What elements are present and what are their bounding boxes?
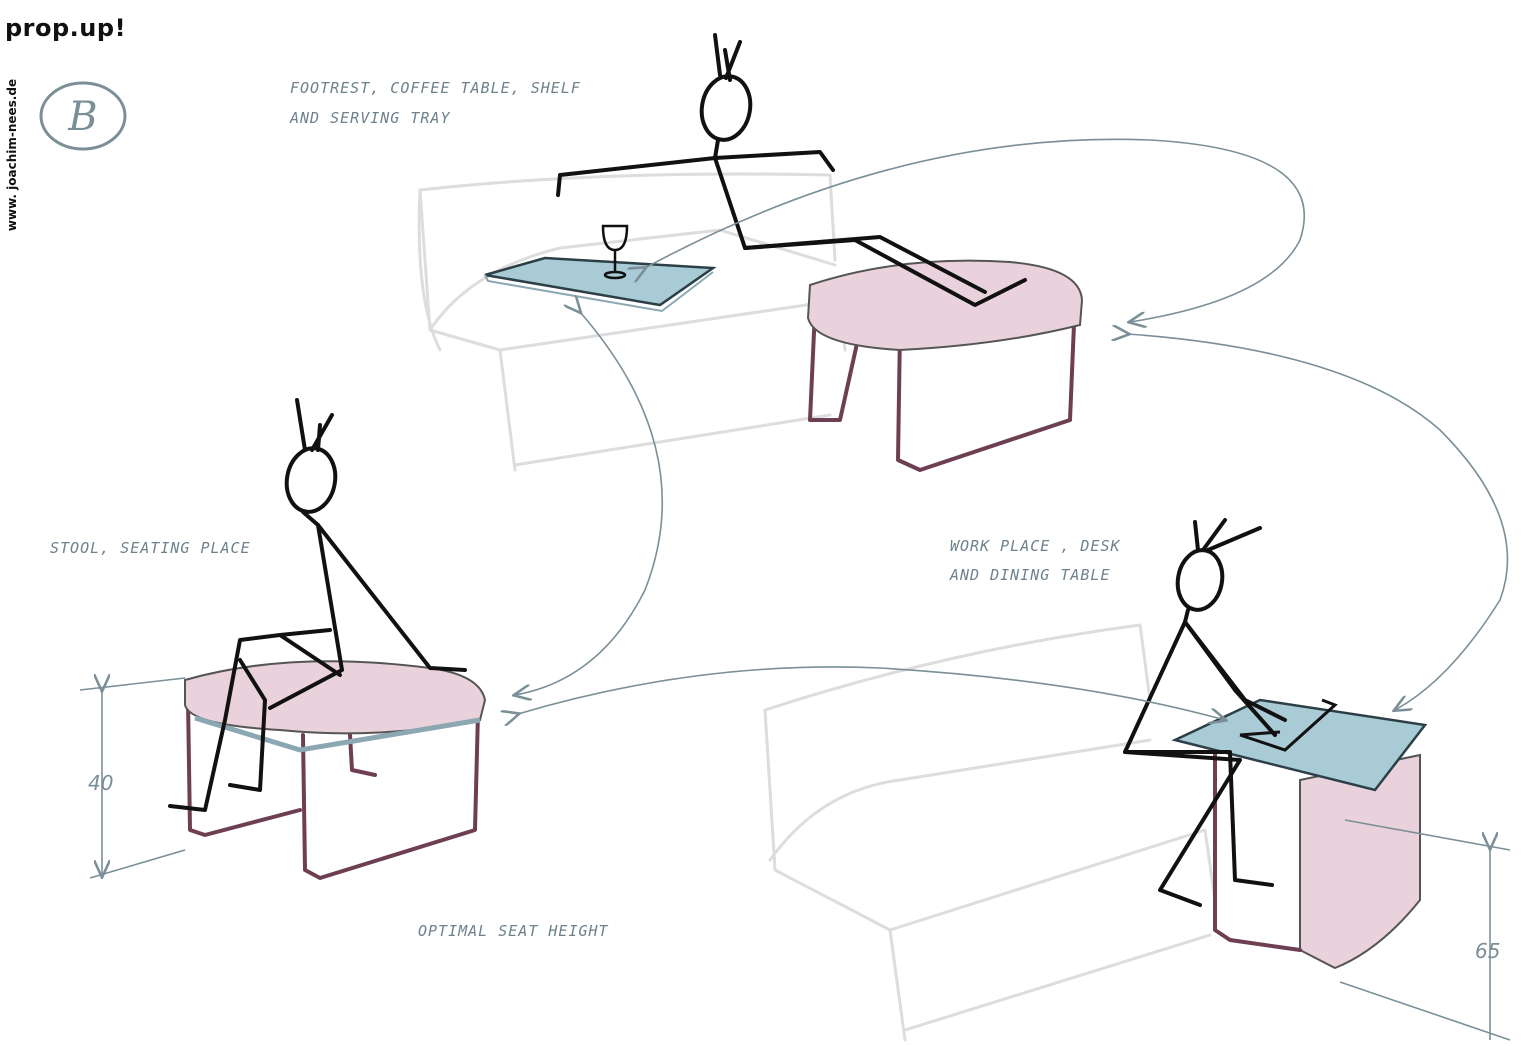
desk-height-value: 65	[1475, 939, 1500, 963]
label-right-line1: WORK PLACE , DESK	[950, 537, 1121, 555]
stool-height-dimension	[79, 678, 186, 878]
wine-glass-icon	[601, 224, 629, 280]
label-bottom: OPTIMAL SEAT HEIGHT	[418, 922, 609, 940]
top-sofa	[417, 172, 847, 472]
label-right-line2: AND DINING TABLE	[949, 566, 1111, 584]
desk-pedestal	[1171, 698, 1428, 970]
desk-height-dimension	[1339, 819, 1511, 1041]
label-left: STOOL, SEATING PLACE	[50, 539, 251, 557]
label-top-line2: AND SERVING TRAY	[289, 109, 451, 127]
ottoman-top	[806, 259, 1084, 472]
serving-tray	[484, 256, 717, 313]
label-top-line1: FOOTREST, COFFEE TABLE, SHELF	[290, 79, 581, 97]
stool-height-value: 40	[88, 771, 113, 795]
bottom-sofa	[763, 623, 1217, 1042]
brand-title: prop.up!	[5, 14, 127, 42]
variant-letter: B	[67, 94, 97, 140]
figure-seated	[168, 398, 467, 812]
figure-lounging	[556, 33, 1027, 307]
variant-badge: B	[39, 81, 127, 151]
transition-arrows	[515, 138, 1509, 720]
